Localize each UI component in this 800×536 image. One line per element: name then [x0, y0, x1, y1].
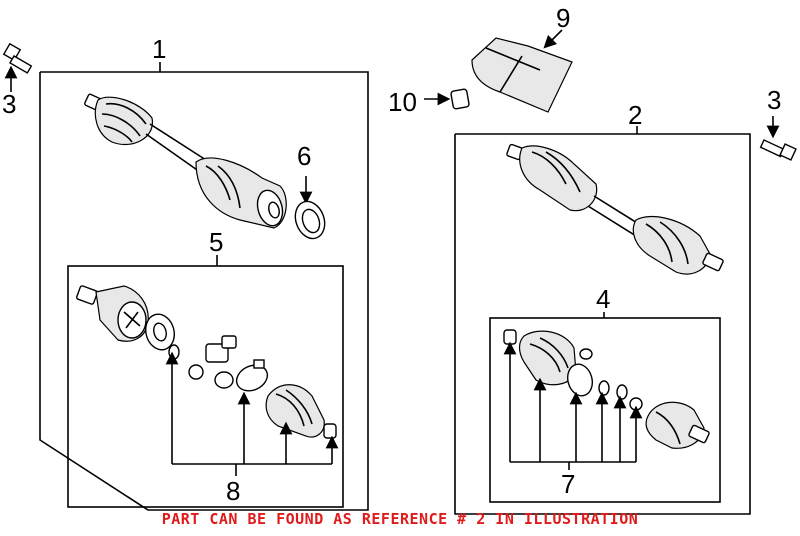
outer-joint-kit-parts: [503, 329, 710, 449]
right-assembly-frame: [454, 126, 751, 515]
right-axle-shaft: [506, 143, 724, 275]
left-assembly-frame: [39, 62, 369, 511]
callout-6: 6: [297, 141, 311, 171]
callout-10: 10: [388, 87, 417, 117]
seal-ring-part: [294, 176, 326, 240]
callout-3-left: 3: [2, 89, 16, 119]
callout-8: 8: [226, 476, 240, 506]
boot-kit-frame-5: [67, 255, 344, 508]
callout-1: 1: [152, 34, 166, 64]
leader-bracket-8: [165, 351, 339, 476]
callout-4: 4: [596, 284, 610, 314]
nut-part-10: [424, 88, 470, 110]
callout-3-right: 3: [767, 85, 781, 115]
callout-7: 7: [561, 469, 575, 499]
boot-kit-frame-4: [489, 312, 721, 503]
callout-5: 5: [209, 227, 223, 257]
inner-joint-kit-parts: [76, 285, 337, 439]
heat-shield-part: [471, 29, 573, 113]
callout-2: 2: [628, 100, 642, 130]
right-bolt-part: [759, 116, 797, 161]
left-bolt-part: [2, 42, 33, 92]
reference-notice: PART CAN BE FOUND AS REFERENCE # 2 IN IL…: [161, 510, 639, 528]
left-axle-shaft: [84, 93, 287, 229]
leader-bracket-7: [503, 341, 643, 470]
callout-9: 9: [556, 3, 570, 33]
